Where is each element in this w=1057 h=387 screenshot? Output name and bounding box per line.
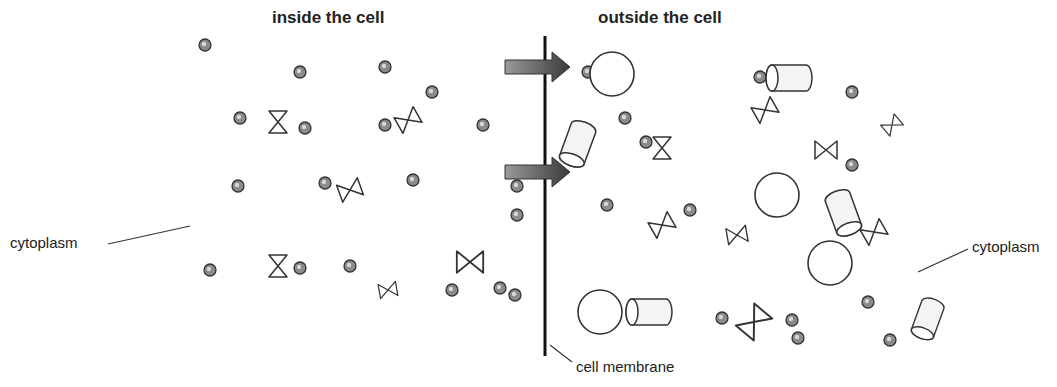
region-heading: inside the cell (272, 8, 384, 28)
large-molecules (558, 52, 946, 342)
transport-arrow (505, 52, 570, 82)
part-label: cell membrane (576, 358, 674, 375)
region-heading: outside the cell (598, 8, 722, 28)
small-molecules (199, 39, 896, 346)
membrane-line (544, 36, 547, 356)
part-label: cytoplasm (10, 234, 78, 251)
bowtie-molecules (269, 97, 903, 341)
leader-line (108, 226, 190, 244)
leader-line (918, 249, 968, 272)
part-label: cytoplasm (972, 238, 1040, 255)
leader-line (550, 345, 572, 362)
